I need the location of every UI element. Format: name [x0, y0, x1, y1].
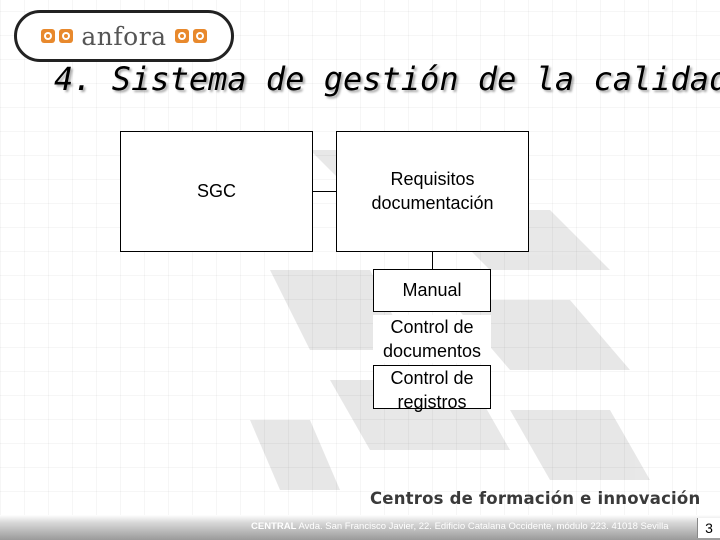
footer-address-rest: Avda. San Francisco Javier, 22. Edificio…: [296, 521, 669, 532]
footer-tagline: Centros de formación e innovación: [370, 489, 701, 508]
logo-mark-icon: [59, 29, 74, 43]
connector-sgc-requisitos: [313, 191, 336, 192]
requisitos-label-line2: documentación: [371, 192, 494, 213]
page-number: 3: [697, 518, 720, 538]
control-documentos-line2: documentos: [382, 341, 482, 361]
control-registros-line1: Control de: [390, 368, 474, 388]
sgc-box: SGC: [120, 131, 313, 252]
anfora-logo: anfora: [14, 10, 234, 62]
footer-address: CENTRAL Avda. San Francisco Javier, 22. …: [251, 521, 669, 532]
logo-text: anfora: [81, 21, 167, 51]
control-documentos-item: Control de documentos: [373, 315, 491, 363]
connector-requisitos-manual: [432, 252, 433, 269]
footer-bar: [0, 515, 720, 540]
control-registros-line2: registros: [397, 392, 467, 412]
footer-address-bold: CENTRAL: [251, 521, 297, 532]
requisitos-box: Requisitos documentación: [336, 131, 529, 252]
requisitos-label-line1: Requisitos: [390, 169, 475, 190]
logo-mark-icon: [41, 29, 56, 43]
control-registros-item: Control de registros: [373, 365, 491, 412]
manual-box: Manual: [373, 269, 491, 312]
logo-mark-icon: [174, 29, 189, 43]
sgc-label: SGC: [196, 180, 236, 201]
logo-mark-icon: [192, 29, 207, 43]
control-documentos-line1: Control de: [390, 317, 474, 337]
manual-label: Manual: [402, 279, 462, 300]
slide-title: 4. Sistema de gestión de la calidad: [54, 60, 720, 98]
